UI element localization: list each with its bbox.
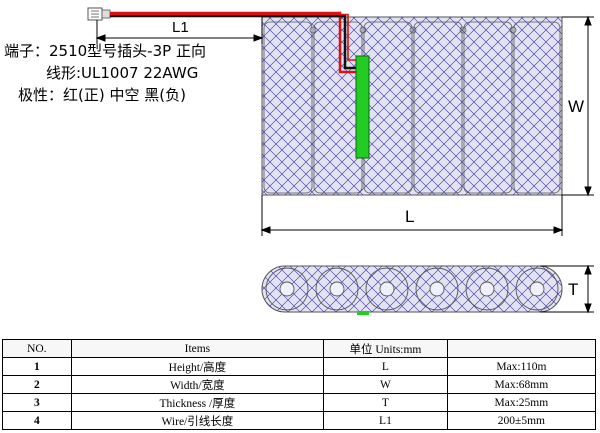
- row-no: 1: [2, 357, 72, 376]
- row-item: Wire/引线长度: [70, 411, 325, 430]
- row-symbol: L1: [323, 411, 448, 430]
- row-symbol: W: [323, 375, 448, 394]
- row-no: 2: [2, 375, 72, 394]
- pcb-board: [355, 55, 370, 159]
- row-value: Max:68mm: [446, 375, 597, 394]
- row-item: Height/高度: [70, 357, 325, 376]
- wire-spec: 线形:UL1007 22AWG: [46, 64, 199, 82]
- row-item: Thickness /厚度: [70, 393, 325, 412]
- row-no: 3: [2, 393, 72, 412]
- lead-wires: [87, 7, 356, 74]
- w-label: W: [568, 97, 585, 116]
- header-units: 单位 Units:mm: [323, 339, 448, 358]
- table-header-row: NO. Items 单位 Units:mm: [2, 339, 597, 358]
- pack-side-view: [261, 265, 563, 315]
- l1-dimension: [95, 17, 264, 44]
- table-row: 1 Height/高度 L Max:110m: [2, 357, 597, 376]
- header-no: NO.: [2, 339, 72, 358]
- t-label: T: [568, 280, 579, 299]
- w-dimension: [562, 15, 594, 197]
- table-row: 4 Wire/引线长度 L1 200±5mm: [2, 411, 597, 430]
- terminal-spec: 端子：2510型号插头-3P 正向: [4, 42, 206, 60]
- header-items: Items: [70, 339, 325, 358]
- t-dimension: [540, 264, 594, 314]
- header-value: [446, 339, 597, 358]
- l-dimension: [260, 195, 564, 236]
- row-value: 200±5mm: [446, 411, 597, 430]
- spec-table: NO. Items 单位 Units:mm 1 Height/高度 L Max:…: [2, 339, 597, 430]
- l1-label: L1: [172, 19, 189, 36]
- row-symbol: T: [323, 393, 448, 412]
- row-value: Max:110m: [446, 357, 597, 376]
- pack-top-view: [261, 16, 563, 196]
- polarity-spec: 极性：红(正) 中空 黑(负): [18, 86, 186, 104]
- table-row: 3 Thickness /厚度 T Max:25mm: [2, 393, 597, 412]
- table-row: 2 Width/宽度 W Max:68mm: [2, 375, 597, 394]
- row-symbol: L: [323, 357, 448, 376]
- row-no: 4: [2, 411, 72, 430]
- row-item: Width/宽度: [70, 375, 325, 394]
- row-value: Max:25mm: [446, 393, 597, 412]
- l-label: L: [405, 207, 415, 226]
